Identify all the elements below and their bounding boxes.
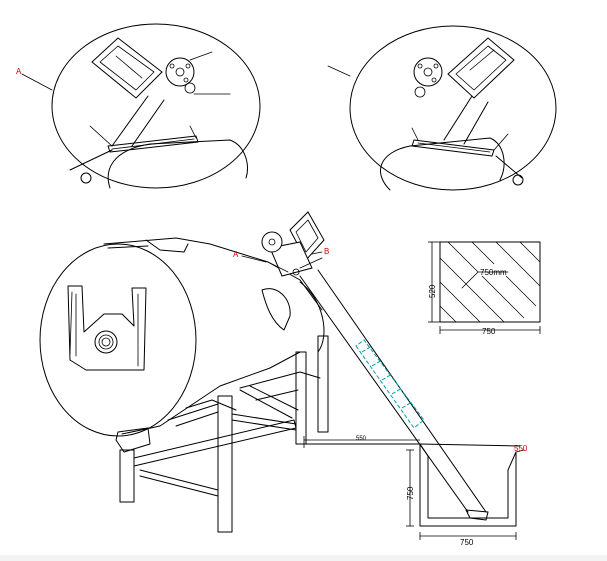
bottom-strip [0, 555, 607, 561]
detail-circle-left: A [16, 23, 261, 189]
main-marker-b: B [324, 247, 329, 256]
pit-height-label: 750 [406, 486, 415, 500]
detail-left-marker-a: A [16, 67, 22, 76]
distance-label: 550 [356, 436, 367, 442]
hopper-depth-label: 750mm [480, 268, 507, 277]
pit-top-width-label: 550 [514, 444, 528, 453]
feed-pit: 550 550 750 750 [303, 436, 528, 547]
mixer-drum [39, 237, 325, 437]
hopper-height-label: 520 [428, 284, 437, 298]
hopper-width-label: 750 [482, 327, 496, 336]
detail-circle-right [327, 25, 557, 191]
pit-bottom-width-label: 750 [460, 538, 474, 547]
support-frame [115, 335, 329, 533]
screw-conveyor: A B [233, 211, 489, 521]
main-marker-a: A [233, 250, 239, 259]
hopper-section: 750mm 520 750 [428, 241, 541, 336]
